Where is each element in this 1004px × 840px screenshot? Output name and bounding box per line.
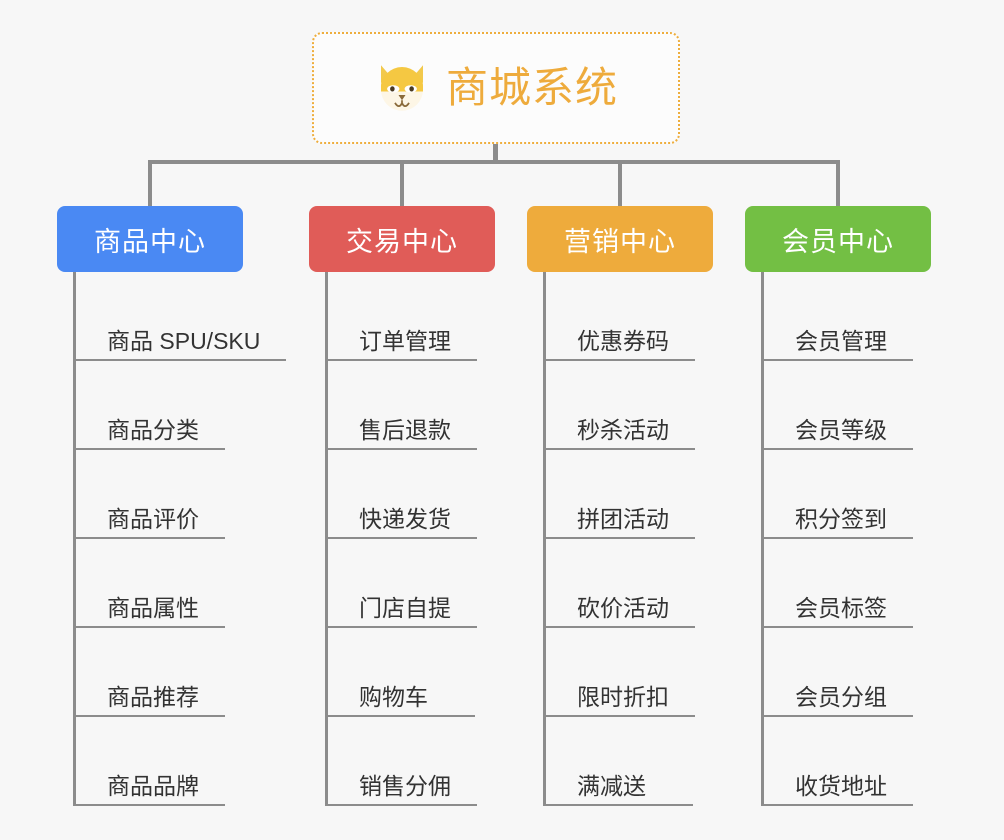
list-item[interactable]: 限时折扣 (543, 628, 695, 717)
list-item[interactable]: 会员等级 (761, 361, 913, 450)
leaf-label: 拼团活动 (543, 508, 695, 539)
branch-trunk-member-center (761, 272, 764, 806)
leaf-label: 商品评价 (73, 508, 225, 539)
leaf-label: 商品品牌 (73, 775, 225, 806)
root-node[interactable]: 商城系统 (312, 32, 680, 144)
branch-trade-center: 交易中心 订单管理 售后退款 快递发货 门店自提 购物车 销售分佣 (309, 206, 495, 806)
list-item[interactable]: 会员标签 (761, 539, 913, 628)
leaf-label: 商品推荐 (73, 686, 225, 717)
leaf-label: 购物车 (325, 686, 475, 717)
leaf-label: 会员标签 (761, 597, 913, 628)
connector-drop-product-center (148, 160, 152, 206)
leaf-list-member-center: 会员管理 会员等级 积分签到 会员标签 会员分组 收货地址 (761, 272, 913, 806)
leaf-label: 会员管理 (761, 330, 913, 361)
list-item[interactable]: 会员管理 (761, 272, 913, 361)
list-item[interactable]: 销售分佣 (325, 717, 477, 806)
list-item[interactable]: 会员分组 (761, 628, 913, 717)
branch-header-member-center[interactable]: 会员中心 (745, 206, 931, 272)
branch-member-center: 会员中心 会员管理 会员等级 积分签到 会员标签 会员分组 收货地址 (745, 206, 931, 806)
connector-drop-marketing-center (618, 160, 622, 206)
leaf-label: 快递发货 (325, 508, 477, 539)
list-item[interactable]: 商品 SPU/SKU (73, 272, 287, 361)
connector-horizontal-bar (148, 160, 840, 164)
list-item[interactable]: 购物车 (325, 628, 477, 717)
leaf-label: 限时折扣 (543, 686, 695, 717)
leaf-label: 会员等级 (761, 419, 913, 450)
connector-root-stem (493, 144, 498, 164)
list-item[interactable]: 商品品牌 (73, 717, 286, 806)
list-item[interactable]: 拼团活动 (543, 450, 695, 539)
connector-drop-member-center (836, 160, 840, 206)
branch-header-product-center[interactable]: 商品中心 (57, 206, 243, 272)
list-item[interactable]: 商品属性 (73, 539, 286, 628)
list-item[interactable]: 快递发货 (325, 450, 477, 539)
leaf-list-product-center: 商品 SPU/SKU 商品分类 商品评价 商品属性 商品推荐 商品品牌 (73, 272, 287, 806)
leaf-label: 订单管理 (325, 330, 477, 361)
leaf-label: 砍价活动 (543, 597, 695, 628)
leaf-label: 满减送 (543, 775, 693, 806)
branch-trunk-marketing-center (543, 272, 546, 806)
leaf-list-trade-center: 订单管理 售后退款 快递发货 门店自提 购物车 销售分佣 (325, 272, 477, 806)
leaf-label: 门店自提 (325, 597, 477, 628)
list-item[interactable]: 商品推荐 (73, 628, 286, 717)
list-item[interactable]: 秒杀活动 (543, 361, 695, 450)
list-item[interactable]: 售后退款 (325, 361, 477, 450)
list-item[interactable]: 门店自提 (325, 539, 477, 628)
leaf-label: 商品分类 (73, 419, 225, 450)
leaf-list-marketing-center: 优惠券码 秒杀活动 拼团活动 砍价活动 限时折扣 满减送 (543, 272, 695, 806)
leaf-label: 售后退款 (325, 419, 477, 450)
leaf-label: 秒杀活动 (543, 419, 695, 450)
branch-trunk-trade-center (325, 272, 328, 806)
list-item[interactable]: 商品评价 (73, 450, 286, 539)
leaf-label: 积分签到 (761, 508, 913, 539)
list-item[interactable]: 优惠券码 (543, 272, 695, 361)
list-item[interactable]: 积分签到 (761, 450, 913, 539)
leaf-label: 商品 SPU/SKU (73, 330, 287, 361)
leaf-label: 优惠券码 (543, 330, 695, 361)
branch-header-trade-center[interactable]: 交易中心 (309, 206, 495, 272)
list-item[interactable]: 砍价活动 (543, 539, 695, 628)
list-item[interactable]: 商品分类 (73, 361, 286, 450)
root-title: 商城系统 (445, 64, 618, 111)
connector-drop-trade-center (400, 160, 404, 206)
branch-marketing-center: 营销中心 优惠券码 秒杀活动 拼团活动 砍价活动 限时折扣 满减送 (527, 206, 713, 806)
leaf-label: 收货地址 (761, 775, 913, 806)
list-item[interactable]: 满减送 (543, 717, 695, 806)
leaf-label: 商品属性 (73, 597, 225, 628)
shiba-dog-face-icon (380, 65, 423, 111)
list-item[interactable]: 订单管理 (325, 272, 477, 361)
leaf-label: 会员分组 (761, 686, 913, 717)
leaf-label: 销售分佣 (325, 775, 477, 806)
branch-header-marketing-center[interactable]: 营销中心 (527, 206, 713, 272)
branch-trunk-product-center (73, 272, 76, 806)
branch-product-center: 商品中心 商品 SPU/SKU 商品分类 商品评价 商品属性 商品推荐 商品品牌 (57, 206, 287, 806)
list-item[interactable]: 收货地址 (761, 717, 913, 806)
